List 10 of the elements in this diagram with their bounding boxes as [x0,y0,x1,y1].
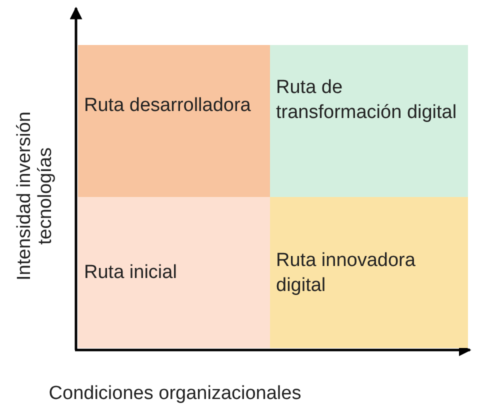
axis-label: Intensidad inversión tecnologías [14,110,56,282]
quadrant-box [78,197,270,348]
quadrant-box [270,197,468,348]
quadrant-label: Ruta de transformación digital [276,76,458,125]
quadrant-box [78,45,270,197]
quadrant-box [270,45,468,197]
quadrant-label: Ruta inicial [84,261,177,285]
axis-label: Condiciones organizacionales [48,383,302,404]
quadrant-label: Ruta desarrolladora [84,94,251,118]
quadrant-label: Ruta innovadora digital [276,248,416,298]
